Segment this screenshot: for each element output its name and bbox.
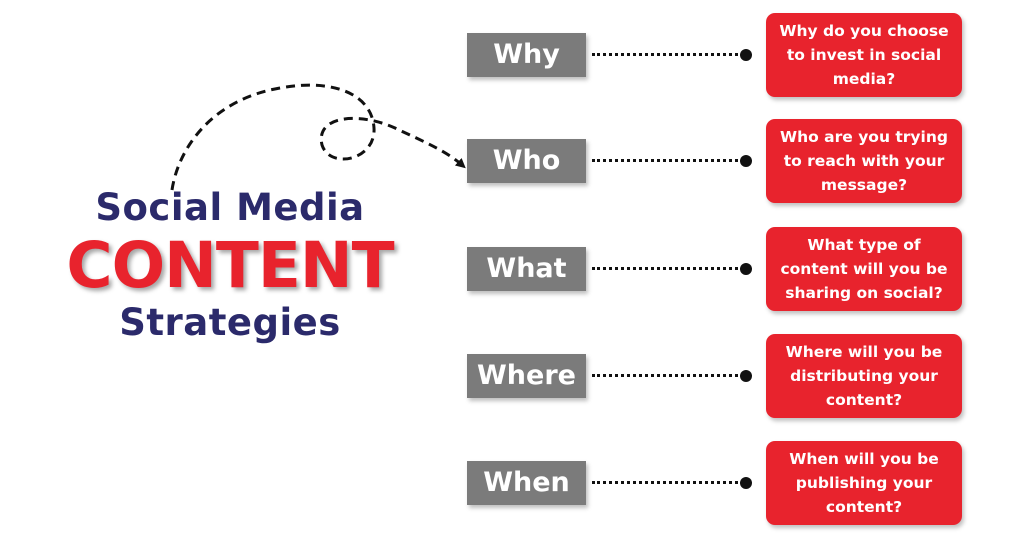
connector-dot bbox=[740, 49, 752, 61]
label-who: Who bbox=[467, 139, 586, 183]
row-where: Where Where will you be distributing you… bbox=[0, 331, 1024, 421]
connector-line bbox=[592, 267, 744, 270]
answer-box-when: When will you be publishing your content… bbox=[766, 441, 962, 525]
connector-line bbox=[592, 159, 744, 162]
connector-line bbox=[592, 481, 744, 484]
label-where: Where bbox=[467, 354, 586, 398]
title-line-content: CONTENT bbox=[66, 229, 394, 302]
connector-dot bbox=[740, 155, 752, 167]
answer-box-why: Why do you choose to invest in social me… bbox=[766, 13, 962, 97]
row-when: When When will you be publishing your co… bbox=[0, 438, 1024, 528]
answer-box-what: What type of content will you be sharing… bbox=[766, 227, 962, 311]
title-line-social-media: Social Media bbox=[95, 186, 365, 229]
label-what: What bbox=[467, 247, 586, 291]
row-what: What What type of content will you be sh… bbox=[0, 224, 1024, 314]
answer-box-who: Who are you trying to reach with your me… bbox=[766, 119, 962, 203]
title-block: Social Media CONTENT Strategies bbox=[40, 185, 420, 345]
connector-dot bbox=[740, 477, 752, 489]
row-who: Who Who are you trying to reach with you… bbox=[0, 116, 1024, 206]
label-why: Why bbox=[467, 33, 586, 77]
connector-line bbox=[592, 374, 744, 377]
connector-dot bbox=[740, 370, 752, 382]
row-why: Why Why do you choose to invest in socia… bbox=[0, 10, 1024, 100]
label-when: When bbox=[467, 461, 586, 505]
answer-box-where: Where will you be distributing your cont… bbox=[766, 334, 962, 418]
connector-dot bbox=[740, 263, 752, 275]
title-line-strategies: Strategies bbox=[119, 301, 341, 344]
connector-line bbox=[592, 53, 744, 56]
